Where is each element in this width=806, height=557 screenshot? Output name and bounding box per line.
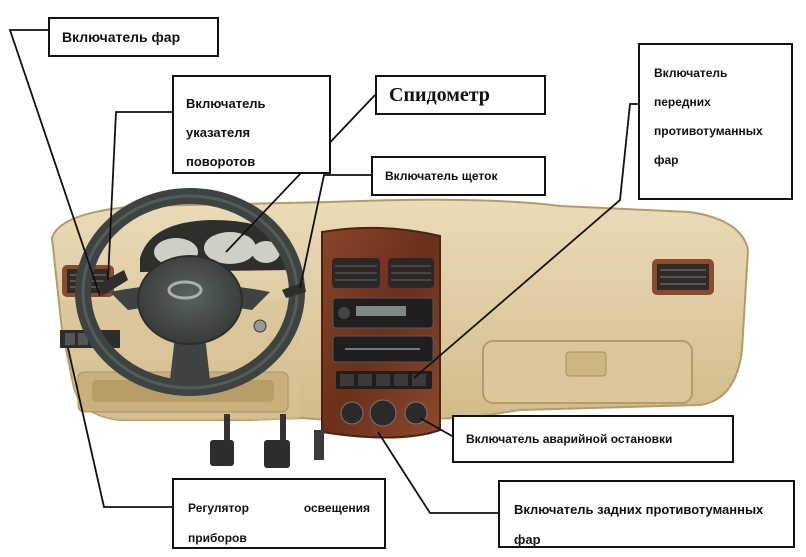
callout-front-fog-switch: Включатель передних противотуманных фар (638, 43, 793, 200)
callout-wiper-text: Включатель щеток (385, 169, 498, 183)
callout-dimmer-word-1: Регулятор (188, 501, 249, 515)
callout-turn-line-2: указателя (186, 125, 251, 140)
leader-wiper (299, 174, 371, 289)
callout-headlight-text: Включатель фар (62, 29, 181, 45)
callout-wiper-switch: Включатель щеток (371, 156, 546, 196)
center-console (321, 226, 441, 439)
leader-headlight (8, 29, 101, 297)
callout-hazard-switch: Включатель аварийной остановки (452, 415, 734, 463)
callout-hazard-text: Включатель аварийной остановки (466, 432, 673, 446)
callout-dimmer-word-2: освещения (303, 501, 370, 515)
leader-rear-fog (377, 431, 498, 514)
callout-turn-line-1: Включатель (186, 96, 266, 111)
callout-rear-fog-line-1: Включатель задних противотуманных (514, 502, 764, 517)
pedals (210, 414, 324, 468)
callout-instrument-dimmer: Регулятор освещения приборов (172, 478, 386, 549)
callout-speedometer: Спидометр (375, 75, 546, 115)
callout-turn-line-3: поворотов (186, 154, 256, 169)
callout-speedometer-text: Спидометр (389, 84, 490, 106)
callout-front-fog-line-2: передних (654, 95, 711, 109)
callout-front-fog-line-1: Включатель (654, 66, 728, 80)
leader-turn-signal (107, 111, 172, 281)
callout-turn-signal-switch: Включатель указателя поворотов (172, 75, 331, 174)
leader-front-fog (413, 103, 638, 379)
steering-wheel (75, 188, 306, 396)
callout-front-fog-line-4: фар (654, 153, 679, 167)
callout-rear-fog-line-2: фар (514, 532, 541, 547)
callout-front-fog-line-3: противотуманных (654, 124, 763, 138)
leader-hazard (419, 417, 453, 437)
callout-dimmer-word-3: приборов (188, 531, 247, 545)
leader-dimmer (67, 347, 172, 508)
callout-rear-fog-switch: Включатель задних противотуманных фар (498, 480, 795, 548)
right-air-vent (652, 259, 714, 295)
callout-headlight-switch: Включатель фар (48, 17, 219, 57)
